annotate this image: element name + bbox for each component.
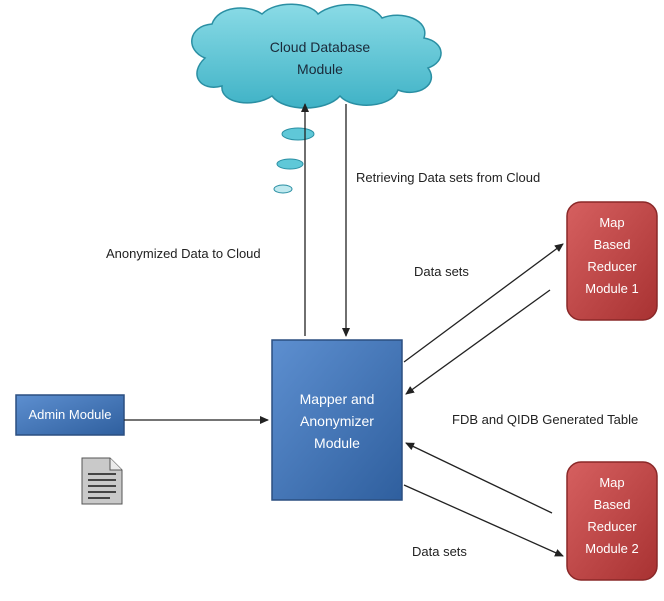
document-icon [81,457,123,505]
reducer-module-1-box [566,201,658,321]
cloud-puff [276,158,304,170]
cloud-label-line1: Cloud Database [269,39,371,55]
reducer1-label-line1: Map [599,215,625,230]
reducer1-label-line4: Module 1 [585,281,639,296]
mapper-label-line3: Module [314,435,360,451]
reducer1-label-line3: Reducer [587,259,637,274]
reducer1-label-line2: Based [593,237,631,252]
edge-label-datasets-bottom: Data sets [412,544,467,559]
mapper-label-line2: Anonymizer [300,413,374,429]
edge-label-retrieving: Retrieving Data sets from Cloud [356,170,541,185]
reducer-module-2-box [566,461,658,581]
cloud-label-line2: Module [297,61,343,77]
reducer1-label: Map Based Reducer Module 1 [567,212,657,300]
reducer2-label-line1: Map [599,475,625,490]
mapper-label: Mapper and Anonymizer Module [272,388,402,454]
edge-label-fdb-qidb: FDB and QIDB Generated Table [452,412,639,427]
mapper-anonymizer-box [271,339,403,501]
cloud-puff [281,127,315,141]
reducer2-label: Map Based Reducer Module 2 [567,472,657,560]
cloud-label: Cloud Database Module [250,36,390,80]
arrow-mapper-to-reducer2 [403,484,564,557]
arrow-reducer1-to-mapper [405,289,551,395]
admin-module-box [15,394,125,436]
edge-label-anonymized: Anonymized Data to Cloud [106,246,261,261]
reducer2-label-line4: Module 2 [585,541,639,556]
reducer2-label-line2: Based [593,497,631,512]
arrow-mapper-to-reducer1 [403,243,564,363]
edge-label-datasets-top: Data sets [414,264,469,279]
mapper-label-line1: Mapper and [299,391,375,407]
reducer2-label-line3: Reducer [587,519,637,534]
admin-label: Admin Module [28,407,112,422]
cloud-puff [273,184,293,194]
arrow-reducer2-to-mapper [405,442,553,514]
cloud-database-module [191,3,442,194]
